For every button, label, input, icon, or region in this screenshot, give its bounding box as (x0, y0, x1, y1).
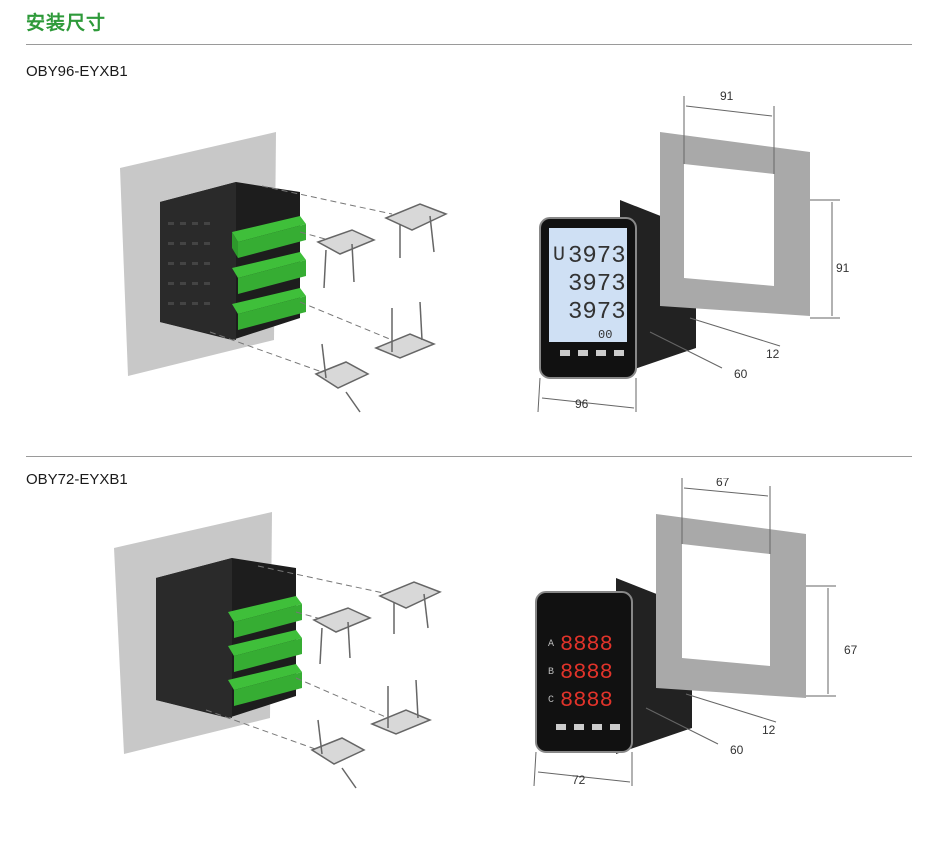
title-divider (26, 44, 912, 45)
installation-figure-2: A 8888 B 8888 C 8888 (0, 478, 938, 858)
dim-cutout-width: 67 (716, 478, 730, 489)
model-label-2: OBY72-EYXB1 (26, 471, 128, 488)
cutout-panel (656, 514, 806, 698)
terminal-blocks (228, 596, 302, 706)
dimension-lines (533, 478, 836, 787)
dimension-lines (537, 96, 840, 413)
mounting-clips (314, 203, 448, 413)
installation-figure-1: U 3973 3973 3973 00 (0, 82, 938, 462)
lcd-row-2: 3973 (568, 271, 626, 298)
cutout-panel (660, 132, 810, 316)
dim-flange: 12 (762, 723, 776, 737)
dim-face-width: 96 (575, 397, 589, 411)
led-row-label-3: C (548, 695, 554, 706)
led-row-label-1: A (548, 639, 554, 650)
model-label-1: OBY96-EYXB1 (26, 63, 128, 80)
dim-cutout-width: 91 (720, 89, 734, 103)
dim-face-width: 72 (572, 773, 586, 787)
led-row-1: 8888 (560, 632, 613, 657)
dim-depth: 60 (730, 743, 744, 757)
dim-flange: 12 (766, 347, 780, 361)
dim-cutout-height: 91 (836, 261, 850, 275)
lcd-row-3: 3973 (568, 299, 626, 326)
terminal-blocks (232, 216, 306, 330)
dim-depth: 60 (734, 367, 748, 381)
led-row-label-2: B (548, 667, 554, 678)
mounting-clips (310, 581, 442, 789)
dim-cutout-height: 67 (844, 643, 858, 657)
page-title: 安装尺寸 (26, 13, 107, 34)
led-row-3: 8888 (560, 688, 613, 713)
lcd-small: 00 (598, 328, 612, 342)
section-divider (26, 456, 912, 457)
led-row-2: 8888 (560, 660, 613, 685)
lcd-row-1: 3973 (568, 243, 626, 270)
lcd-row-label-1: U (553, 244, 565, 267)
